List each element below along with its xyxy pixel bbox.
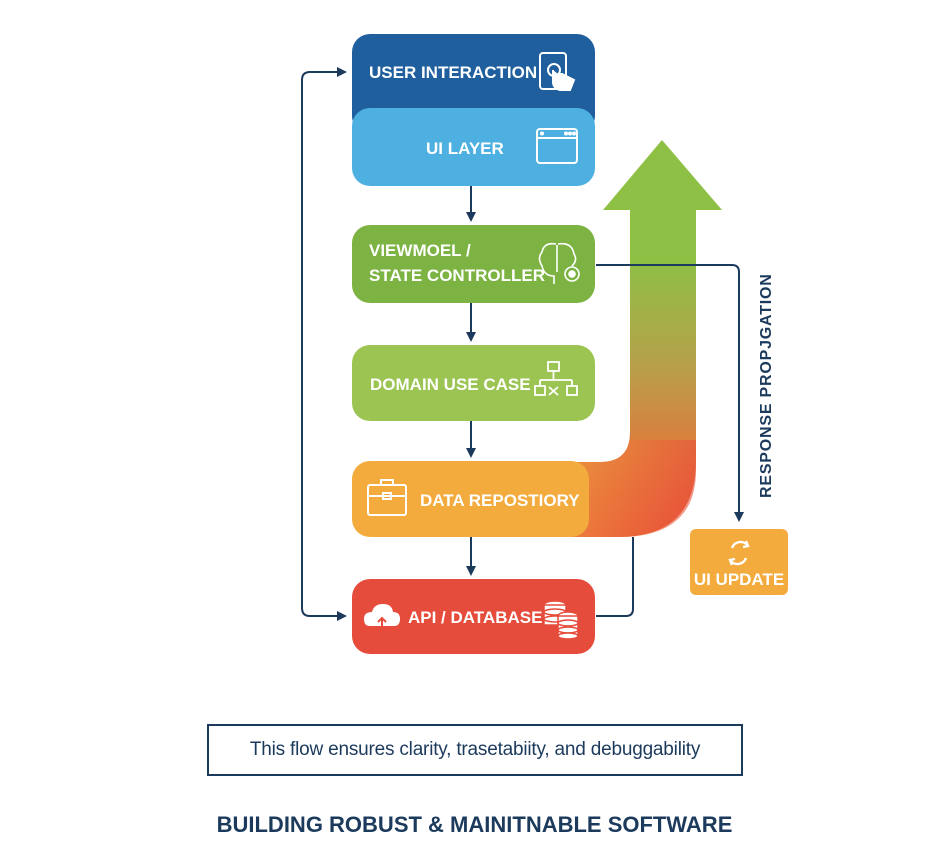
touch-tablet-icon xyxy=(539,52,576,91)
layer-label: DATA REPOSTIORY xyxy=(420,491,580,510)
hierarchy-icon xyxy=(534,361,578,396)
response-propagation-label: RESPONSE PROPJGATION xyxy=(758,273,775,498)
feedback-loop-line xyxy=(301,67,347,617)
brain-gear-icon xyxy=(538,242,580,284)
layer-label: USER INTERACTION xyxy=(369,63,537,82)
layer-label-line2: STATE CONTROLLER xyxy=(369,266,545,285)
layer-data-repository[interactable]: DATA REPOSTIORY xyxy=(352,461,589,537)
layer-label: API / DATABASE xyxy=(408,608,542,627)
response-flow-arrow xyxy=(560,140,722,537)
layer-label: DOMAIN USE CASE xyxy=(370,375,531,394)
layer-api-database[interactable]: API / DATABASE xyxy=(352,579,595,654)
arrow-head xyxy=(603,140,722,210)
layer-ui[interactable]: UI LAYER xyxy=(352,108,595,186)
toolbox-icon xyxy=(367,479,407,516)
caption-box: This flow ensures clarity, trasetabiity,… xyxy=(207,724,743,776)
layer-viewmodel[interactable]: VIEWMOEL / STATE CONTROLLER xyxy=(352,225,595,303)
api-return-line xyxy=(596,537,634,617)
browser-window-icon xyxy=(536,128,578,164)
refresh-icon xyxy=(728,540,750,566)
cloud-upload-icon xyxy=(364,604,400,630)
layer-label-line1: VIEWMOEL / xyxy=(369,241,471,260)
ui-update-label: UI UPDATE xyxy=(694,570,784,589)
ui-update-box[interactable]: UI UPDATE xyxy=(690,529,788,595)
layer-label: UI LAYER xyxy=(426,139,504,158)
caption-text: This flow ensures clarity, trasetabiity,… xyxy=(249,739,701,760)
footer-title: BUILDING ROBUST & MAINITNABLE SOFTWARE xyxy=(216,812,733,837)
response-line xyxy=(596,264,744,522)
database-icon xyxy=(543,600,579,640)
layer-domain[interactable]: DOMAIN USE CASE xyxy=(352,345,595,421)
